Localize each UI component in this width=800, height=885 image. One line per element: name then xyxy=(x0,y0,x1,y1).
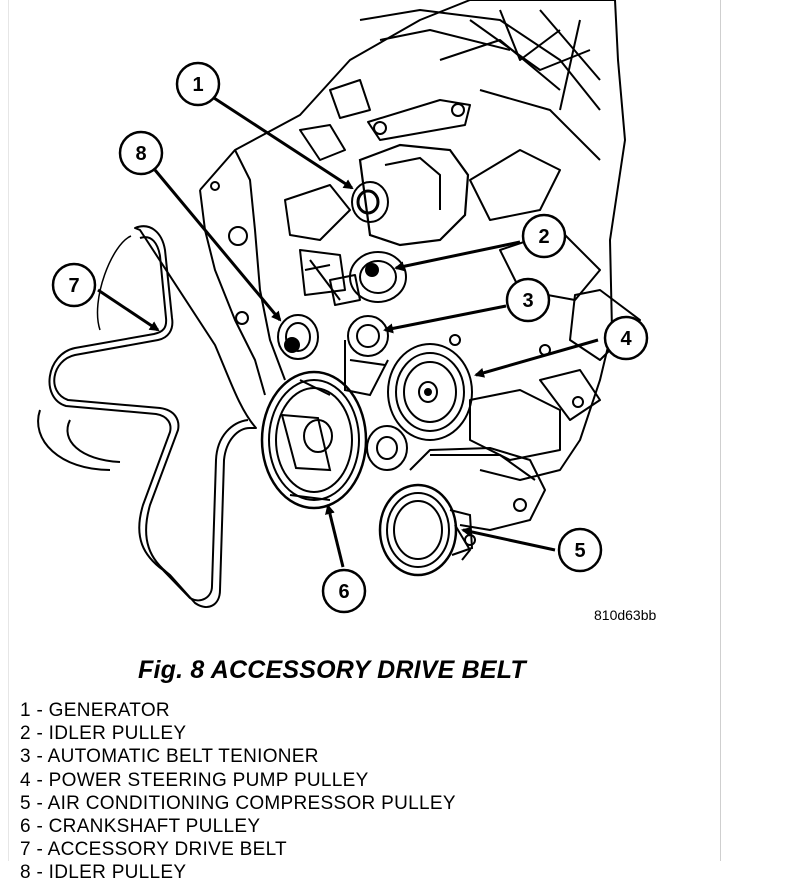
callout-5: 5 xyxy=(557,527,603,573)
callout-number: 4 xyxy=(620,328,632,350)
right-margin-rule xyxy=(720,0,721,861)
accessory-drive-belt xyxy=(37,225,257,608)
callout-7: 7 xyxy=(51,262,97,308)
legend-item: 2 - IDLER PULLEY xyxy=(20,723,187,745)
callout-3: 3 xyxy=(505,277,551,323)
belt-tensioner xyxy=(344,315,389,397)
leader-8 xyxy=(153,169,282,322)
small-lower-pulley xyxy=(366,425,408,471)
legend-item: 8 - IDLER PULLEY xyxy=(20,862,187,884)
legend-item: 7 - ACCESSORY DRIVE BELT xyxy=(20,839,287,861)
callout-number: 1 xyxy=(192,74,203,96)
idler-pulley-2 xyxy=(349,251,407,303)
figure-code: 810d63bb xyxy=(594,607,657,623)
callout-number: 7 xyxy=(68,275,79,297)
leader-2 xyxy=(394,240,521,272)
idler-pulley-8 xyxy=(277,314,319,360)
leader-4 xyxy=(474,338,599,378)
leader-7 xyxy=(97,288,160,332)
callout-number: 5 xyxy=(574,540,585,562)
legend-item: 5 - AIR CONDITIONING COMPRESSOR PULLEY xyxy=(20,792,456,814)
leader-lines xyxy=(97,96,599,568)
engine-outline xyxy=(199,0,641,561)
callout-number: 8 xyxy=(135,143,146,165)
engine-belt-illustration: 1 2 3 4 5 6 7 8 xyxy=(37,0,649,614)
callout-4: 4 xyxy=(603,315,649,361)
legend-item: 1 - GENERATOR xyxy=(20,700,170,721)
service-manual-page: 1 2 3 4 5 6 7 8 810d63bb xyxy=(8,0,721,884)
legend-item: 3 - AUTOMATIC BELT TENIONER xyxy=(20,746,319,768)
crankshaft-pulley xyxy=(260,370,368,510)
callout-2: 2 xyxy=(521,213,567,259)
callout-1: 1 xyxy=(175,61,221,107)
callout-6: 6 xyxy=(321,568,367,614)
legend-item: 6 - CRANKSHAFT PULLEY xyxy=(20,816,261,838)
callout-number: 3 xyxy=(522,290,533,312)
power-steering-pulley xyxy=(387,343,473,441)
callout-number: 6 xyxy=(338,581,349,603)
leader-3 xyxy=(383,304,507,334)
callout-8: 8 xyxy=(118,130,164,176)
legend-item: 4 - POWER STEERING PUMP PULLEY xyxy=(20,769,369,791)
leader-5 xyxy=(461,526,556,552)
ac-compressor-pulley xyxy=(378,483,474,577)
leader-1 xyxy=(213,96,354,190)
leader-6 xyxy=(325,504,345,568)
generator-pulley xyxy=(351,143,470,247)
callout-number: 2 xyxy=(538,226,549,248)
left-margin-rule xyxy=(8,0,9,861)
parts-legend: 1 - GENERATOR 2 - IDLER PULLEY 3 - AUTOM… xyxy=(20,699,456,885)
figure-caption: Fig. 8 ACCESSORY DRIVE BELT xyxy=(138,656,526,684)
